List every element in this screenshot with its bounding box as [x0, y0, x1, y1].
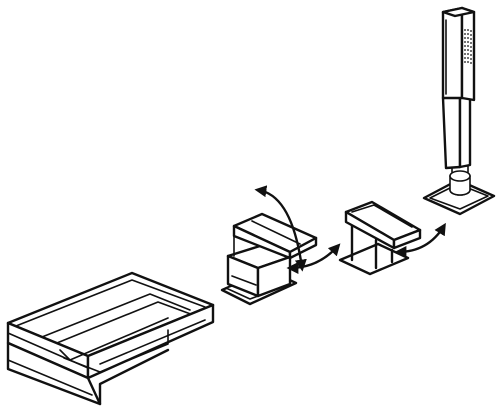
mixer-control	[220, 212, 318, 306]
diverter-to-shower-arrow-icon	[394, 222, 446, 258]
hand-shower	[422, 6, 496, 216]
mixer-to-diverter-arrow-icon	[286, 243, 341, 274]
movement-arrows	[254, 185, 446, 274]
waterfall-spout	[6, 271, 215, 406]
spray-nozzles-icon	[464, 29, 472, 64]
diverter-control	[338, 200, 422, 276]
